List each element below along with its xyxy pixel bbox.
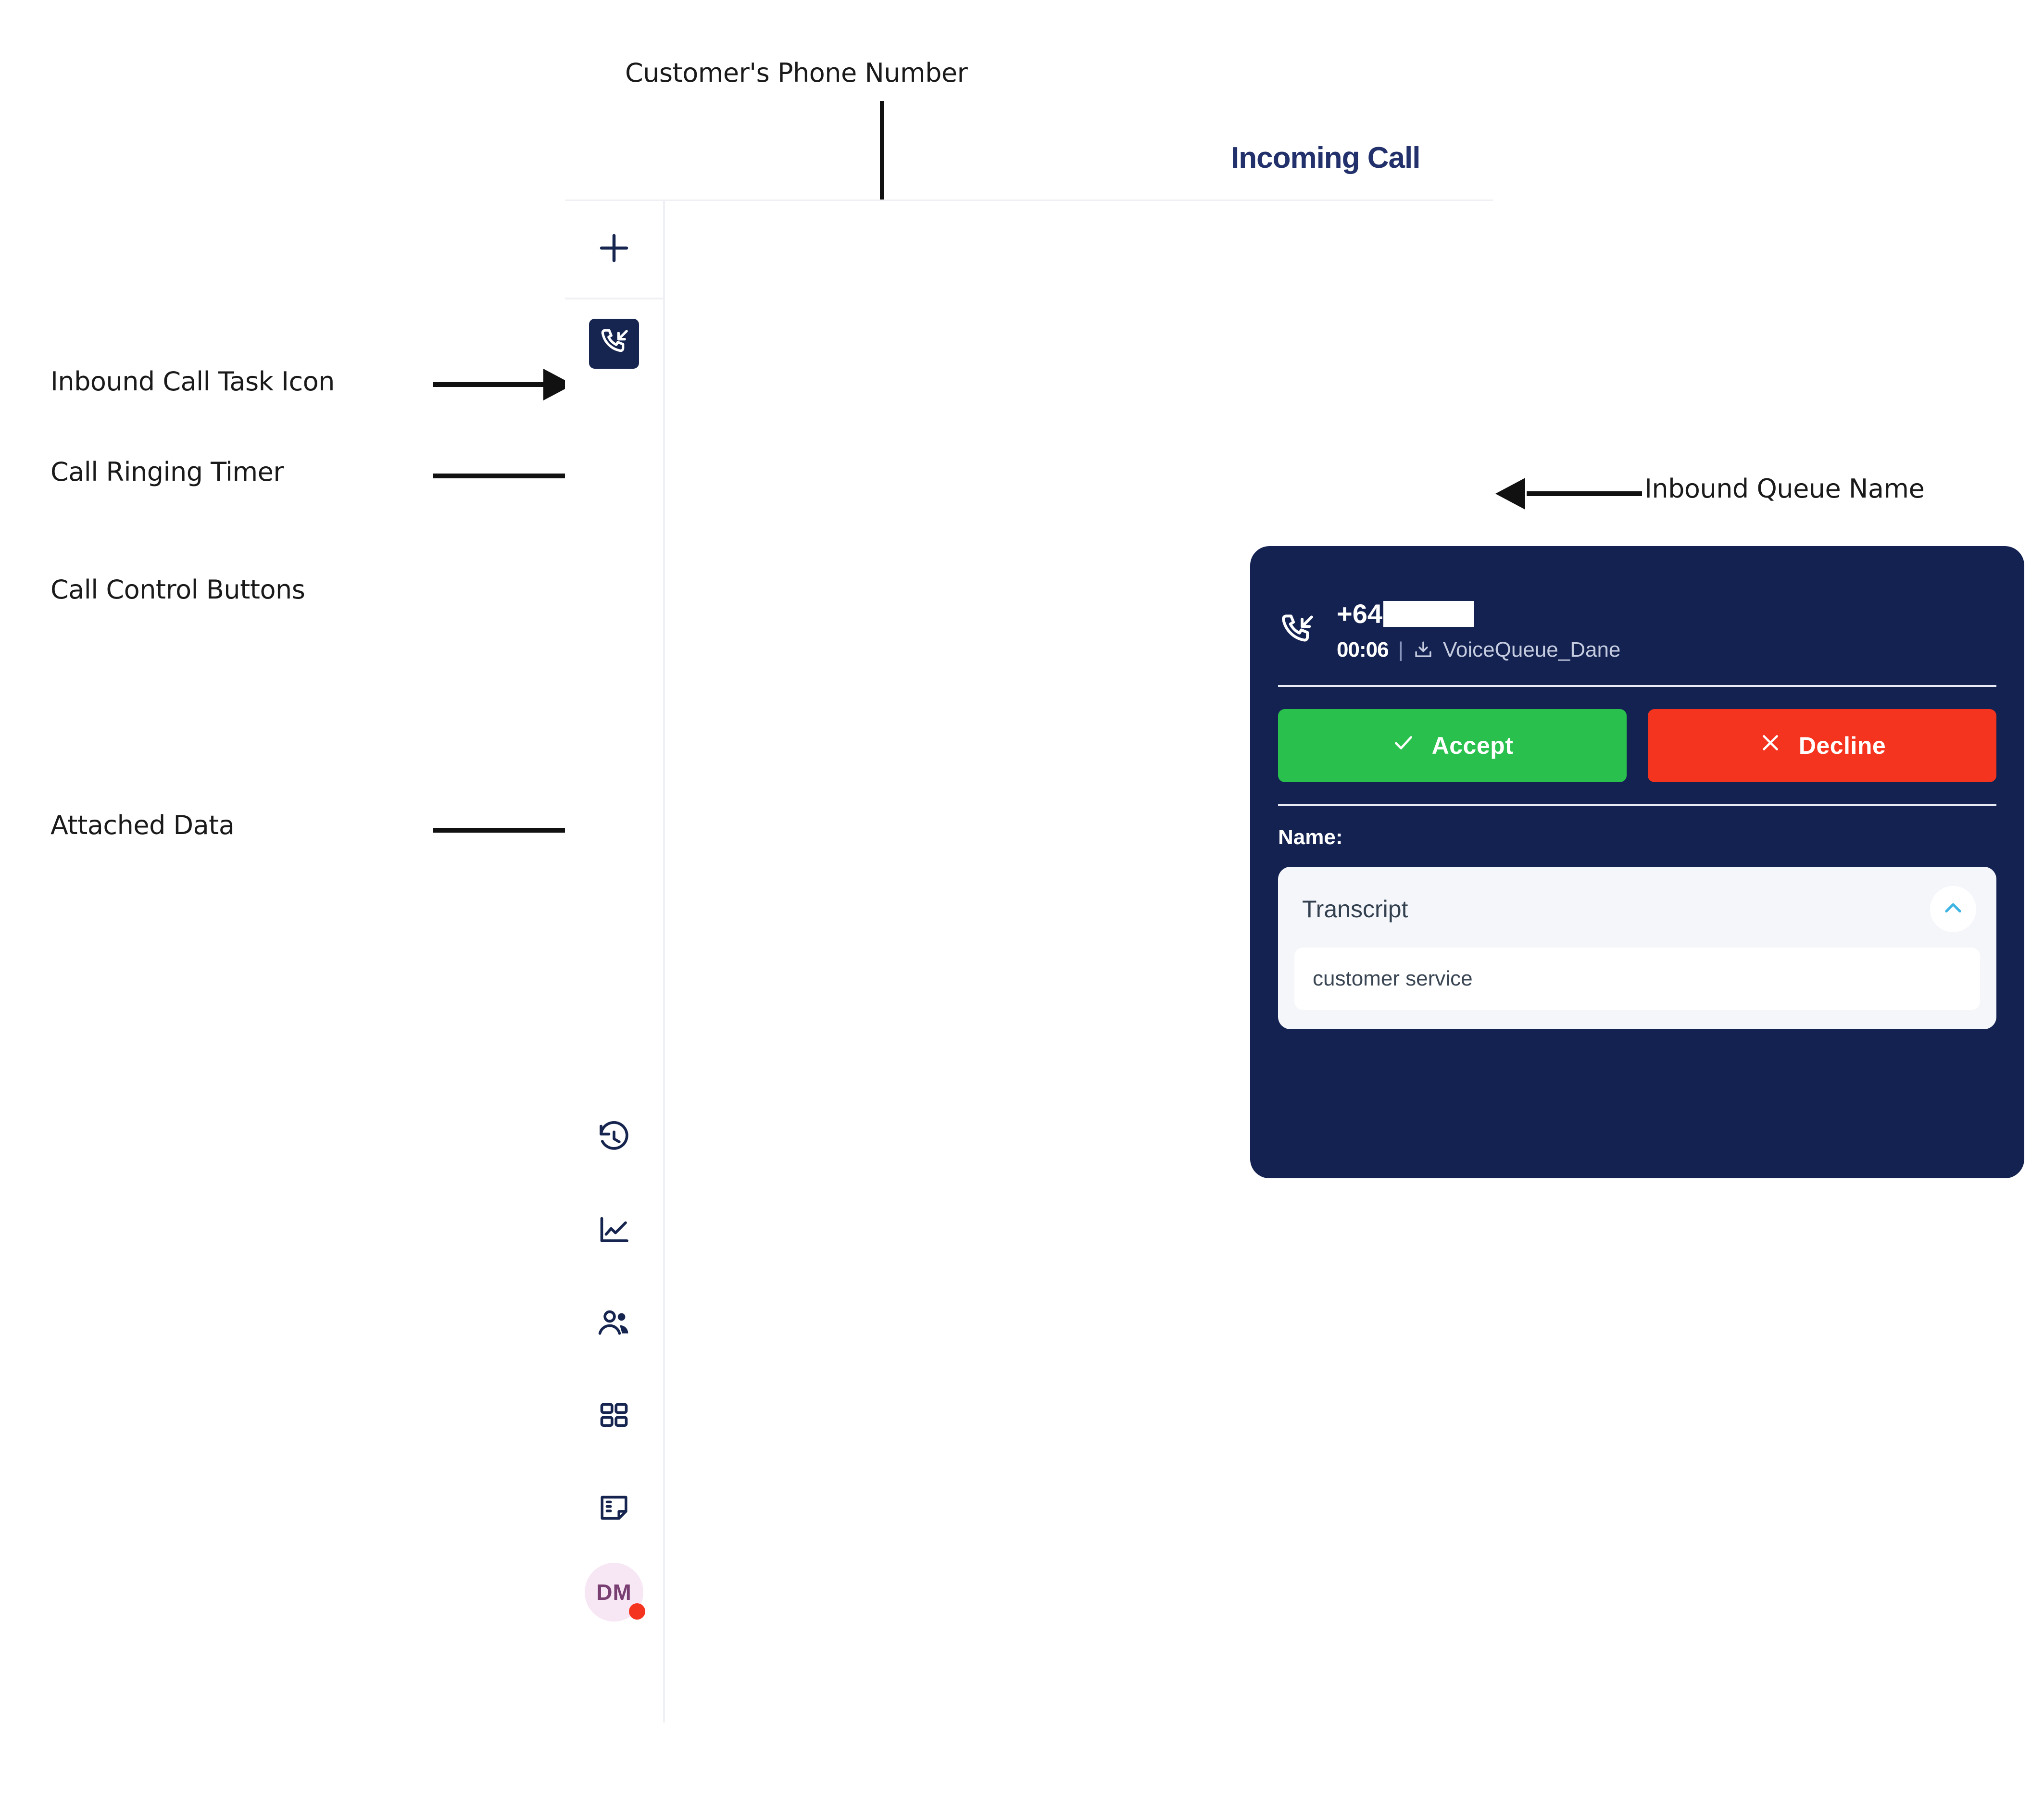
sidebar-item-history[interactable] <box>589 1114 639 1164</box>
sidebar-item-apps[interactable] <box>589 1391 639 1441</box>
notes-icon <box>597 1491 631 1527</box>
check-icon <box>1392 731 1416 761</box>
annotation-call-control-buttons: Call Control Buttons <box>50 574 305 605</box>
history-icon <box>597 1121 631 1158</box>
inbound-queue-name: VoiceQueue_Dane <box>1442 638 1621 661</box>
chevron-up-icon <box>1941 896 1966 923</box>
sidebar: DM <box>565 201 665 1722</box>
annotation-arrow-attached-data-line <box>433 828 620 833</box>
annotation-arrow-timer-line <box>433 474 611 478</box>
decline-button-label: Decline <box>1798 732 1886 759</box>
contacts-icon <box>597 1306 631 1343</box>
avatar[interactable]: DM <box>585 1563 645 1622</box>
annotation-attached-data: Attached Data <box>50 810 235 840</box>
sidebar-item-contacts[interactable] <box>589 1299 639 1349</box>
transcript-header: Transcript <box>1294 883 1980 932</box>
transcript-value: customer service <box>1313 967 1473 990</box>
meta-separator: | <box>1398 638 1404 661</box>
divider-above-controls <box>1278 685 1996 687</box>
line-chart-icon <box>597 1213 631 1250</box>
call-control-buttons: Accept Decline <box>1278 687 1996 782</box>
annotation-customers-phone-number: Customer's Phone Number <box>625 58 968 88</box>
transcript-title: Transcript <box>1302 896 1408 923</box>
call-meta-row: 00:06 | VoiceQueue_Dane <box>1337 638 1620 662</box>
decline-button[interactable]: Decline <box>1648 709 1996 782</box>
call-card-header-text: +64 00:06 | VoiceQueue <box>1337 598 1620 662</box>
transcript-value-box: customer service <box>1294 948 1980 1010</box>
phone-number-prefix: +64 <box>1337 599 1382 629</box>
sidebar-item-notes[interactable] <box>589 1484 639 1534</box>
annotation-arrow-phone-number-line <box>880 101 884 293</box>
caller-phone-number: +64 <box>1337 598 1620 629</box>
divider-below-controls <box>1278 804 1996 806</box>
accept-button-label: Accept <box>1431 732 1514 759</box>
annotation-arrow-queue-name-head <box>1495 478 1525 510</box>
sidebar-avatar-area: DM <box>565 1563 663 1622</box>
close-x-icon <box>1758 731 1782 761</box>
agent-desktop-panel: DM +64 <box>565 200 2024 1722</box>
page-title: Incoming Call <box>1231 141 1420 175</box>
sidebar-item-insights[interactable] <box>589 1207 639 1257</box>
accept-button[interactable]: Accept <box>1278 709 1627 782</box>
phone-number-redaction <box>1383 600 1474 627</box>
avatar-initials: DM <box>596 1580 632 1605</box>
sidebar-task-list <box>565 299 663 369</box>
add-task-button[interactable] <box>589 225 639 274</box>
annotation-inbound-queue-name: Inbound Queue Name <box>1644 474 1925 504</box>
status-badge <box>629 1603 645 1620</box>
sidebar-top-section <box>565 201 663 299</box>
inbound-call-icon <box>1278 608 1316 652</box>
download-inbox-icon <box>1413 640 1433 660</box>
attached-data-name-label: Name: <box>1278 825 1343 849</box>
inbound-call-icon <box>598 327 630 361</box>
call-card-header: +64 00:06 | VoiceQueue <box>1278 546 1996 662</box>
plus-icon <box>595 229 633 269</box>
sidebar-nav <box>565 1114 663 1534</box>
annotation-inbound-call-task-icon: Inbound Call Task Icon <box>50 366 335 397</box>
sidebar-item-inbound-call-task[interactable] <box>589 319 639 369</box>
annotation-call-ringing-timer: Call Ringing Timer <box>50 457 284 487</box>
call-ringing-timer: 00:06 <box>1337 638 1389 661</box>
apps-grid-icon <box>598 1399 630 1434</box>
incoming-call-card: +64 00:06 | VoiceQueue <box>1250 546 2024 1178</box>
transcript-panel: Transcript customer service <box>1278 867 1996 1029</box>
transcript-collapse-button[interactable] <box>1930 886 1976 932</box>
annotation-arrow-queue-name-line <box>1527 491 1642 496</box>
annotation-arrow-task-icon-line <box>433 382 548 387</box>
